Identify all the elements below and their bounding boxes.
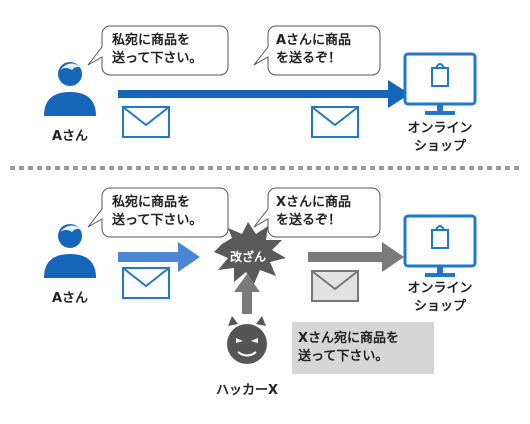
person-a-top-icon <box>44 62 96 116</box>
person-a-bottom-icon <box>44 224 96 278</box>
bubble-top-1 <box>87 25 229 76</box>
envelope-top-2-icon <box>311 106 359 138</box>
bubble-top-2 <box>253 25 381 76</box>
hacker-devil-icon <box>227 316 267 364</box>
arrow-hacker-up <box>234 274 260 314</box>
bubble-bottom-1-text: 私宛に商品を 送って下さい。 <box>112 195 203 228</box>
bubble-top-2-text: Aさんに商品 を送るぞ！ <box>276 33 352 66</box>
shop-top-label: オンライン ショップ <box>407 121 473 154</box>
envelope-bottom-1-icon <box>122 267 170 299</box>
bubble-bottom-1 <box>87 187 229 238</box>
bubble-bottom-2-text: Xさんに商品 を送るぞ！ <box>276 195 352 228</box>
person-a-bottom-label: Aさん <box>51 291 89 306</box>
tamper-burst-icon <box>214 222 286 284</box>
bubble-bottom-2 <box>253 187 381 238</box>
altered-note-box <box>292 322 434 374</box>
altered-note-text: Xさん宛に商品を 送って下さい。 <box>298 331 400 364</box>
hacker-label: ハッカーX <box>215 383 279 398</box>
envelope-bottom-2-icon <box>311 270 359 302</box>
arrow-bottom-blue <box>118 242 200 272</box>
person-a-top-label: Aさん <box>51 129 89 144</box>
bubble-top-1-text: 私宛に商品を 送って下さい。 <box>112 33 203 66</box>
online-shop-top-icon <box>403 52 477 115</box>
arrow-bottom-gray <box>308 242 404 272</box>
online-shop-bottom-icon <box>403 214 477 277</box>
envelope-top-1-icon <box>122 106 170 138</box>
shop-bottom-label: オンライン ショップ <box>407 281 473 314</box>
arrow-top <box>118 80 410 108</box>
tamper-label: 改ざん <box>229 250 266 264</box>
